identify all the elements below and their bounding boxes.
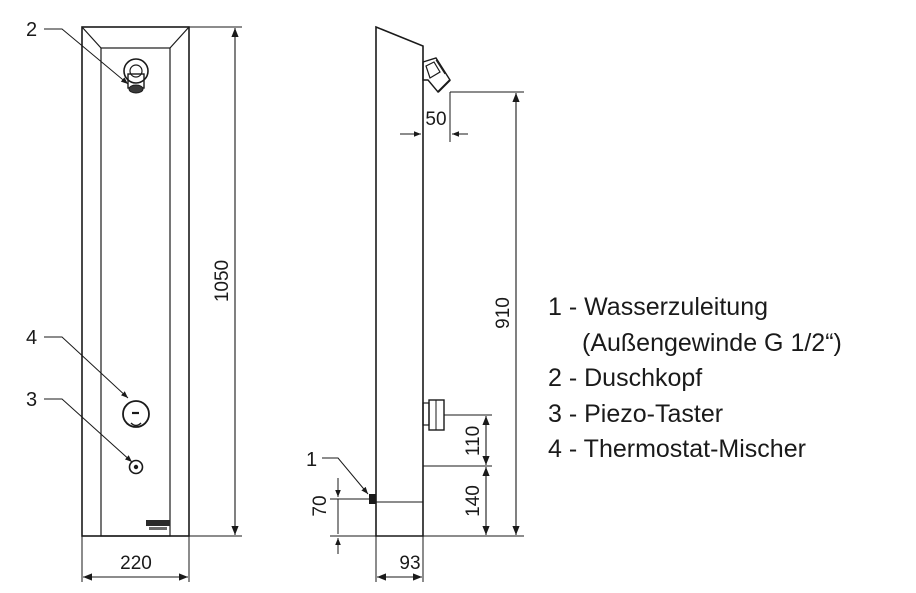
dim-shower-offset: 50 — [425, 109, 446, 130]
legend-item-2: 2 - Duschkopf — [548, 364, 703, 392]
side-panel-outline — [375, 25, 424, 537]
front-view: 2 4 3 1050 220 — [26, 19, 242, 582]
dim-mixer-height: 140 — [463, 485, 484, 517]
callout-4-front: 4 — [26, 327, 37, 349]
dim-depth: 93 — [399, 553, 420, 574]
thermostat-mixer-icon — [122, 400, 150, 428]
legend-item-3: 3 - Piezo-Taster — [548, 399, 724, 428]
dim-inlet-height: 70 — [310, 495, 331, 516]
front-panel-face — [100, 47, 171, 537]
dim-connection-height: 910 — [493, 297, 514, 329]
side-shower-icon — [422, 57, 451, 94]
dim-height-total: 1050 — [212, 260, 233, 302]
logo-plate-icon — [146, 520, 170, 530]
side-mixer-icon — [422, 399, 445, 431]
front-panel-outline — [81, 26, 190, 537]
dim-width-front: 220 — [120, 553, 152, 574]
legend: 1 - Wasserzuleitung (Außengewinde G 1/2“… — [548, 290, 842, 468]
callout-3-front: 3 — [26, 389, 37, 411]
side-inlet-icon — [369, 494, 376, 504]
side-view: 1 50 910 110 140 70 93 — [306, 25, 524, 582]
legend-item-1-detail: (Außengewinde G 1/2“) — [582, 328, 842, 357]
dim-mixer-spacing: 110 — [463, 426, 484, 456]
shower-head-icon — [123, 58, 149, 94]
legend-item-1: 1 - Wasserzuleitung — [548, 293, 768, 321]
callout-2-front: 2 — [26, 19, 37, 41]
piezo-button-icon — [128, 459, 144, 475]
callout-1-side: 1 — [306, 449, 317, 471]
legend-item-4: 4 - Thermostat-Mischer — [548, 435, 806, 463]
